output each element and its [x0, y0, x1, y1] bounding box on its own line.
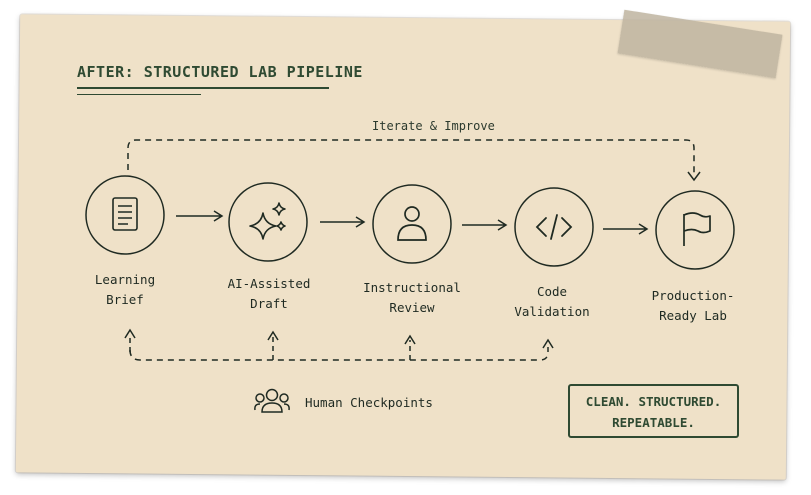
- step-circle-code-validation: [514, 187, 594, 267]
- step-label-line1: AI-Assisted: [227, 276, 311, 291]
- title-underline: [77, 87, 329, 89]
- step-circle-production-lab: [655, 190, 735, 270]
- group-icon: [254, 388, 290, 413]
- iterate-loop-connector: [127, 139, 695, 176]
- title-underline-short: [77, 94, 201, 95]
- person-icon: [397, 206, 427, 241]
- step-label-line1: Production-: [651, 288, 735, 303]
- badge-line1: CLEAN. STRUCTURED.: [585, 394, 722, 409]
- checkpoint-bus: [129, 349, 549, 361]
- step-label-ai-draft: AI-Assisted Draft: [204, 274, 334, 314]
- badge-line2: REPEATABLE.: [612, 415, 695, 430]
- code-icon: [535, 214, 573, 240]
- step-label-line2: Validation: [514, 304, 590, 319]
- human-checkpoints-label: Human Checkpoints: [305, 395, 433, 410]
- step-label-line2: Draft: [250, 296, 288, 311]
- document-icon: [112, 197, 138, 231]
- diagram-title: AFTER: STRUCTURED LAB PIPELINE: [77, 63, 363, 81]
- flow-arrow-1: [176, 210, 224, 222]
- flag-icon: [683, 212, 711, 246]
- iterate-label: Iterate & Improve: [372, 119, 495, 133]
- step-label-line1: Instructional: [363, 280, 461, 295]
- iterate-arrowhead: [687, 171, 701, 182]
- step-label-code-validation: Code Validation: [487, 282, 617, 322]
- flow-arrow-2: [320, 216, 366, 228]
- flow-arrow-4: [603, 223, 649, 235]
- flow-arrow-3: [462, 219, 508, 231]
- step-label-line1: Learning: [94, 272, 156, 287]
- step-label-line1: Code: [536, 284, 568, 299]
- step-label-line2: Review: [389, 300, 435, 315]
- step-label-production-lab: Production- Ready Lab: [628, 286, 758, 326]
- step-label-instructional-review: Instructional Review: [347, 278, 477, 318]
- sparkles-icon: [249, 202, 286, 240]
- summary-badge: CLEAN. STRUCTURED. REPEATABLE.: [568, 384, 739, 438]
- step-label-line2: Ready Lab: [659, 308, 727, 323]
- step-circle-instructional-review: [372, 184, 452, 264]
- step-circle-learning-brief: [85, 175, 165, 255]
- step-label-learning-brief: Learning Brief: [60, 270, 190, 310]
- step-label-line2: Brief: [106, 292, 144, 307]
- step-circle-ai-draft: [228, 182, 308, 262]
